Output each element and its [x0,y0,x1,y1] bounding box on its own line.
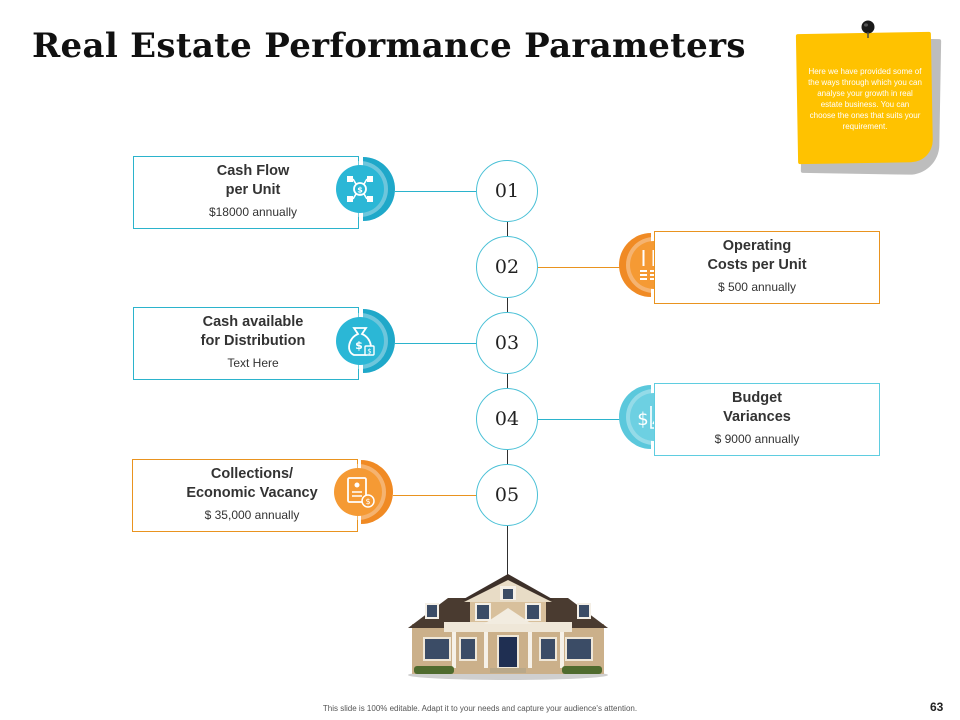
step-number-02: 02 [476,236,538,298]
page-number: 63 [930,700,944,714]
svg-text:$: $ [637,409,648,430]
hierarchy-dollar-icon: $ [332,157,395,221]
step-number-04: 04 [476,388,538,450]
connector-05 [393,495,477,496]
step-value: $ 9000 annually [714,432,800,446]
step-card-05: Collections/Economic Vacancy $ 35,000 an… [132,459,358,532]
connector-01 [395,191,477,192]
step-value: $ 35,000 annually [204,508,300,522]
pushpin-icon [861,20,875,38]
step-number-03: 03 [476,312,538,374]
money-bag-icon: $ $ [332,309,395,373]
sticky-note-text: Here we have provided some of the ways t… [808,67,922,131]
connector-02 [538,267,623,268]
step-title: Collections/Economic Vacancy [186,466,318,501]
page-title: Real Estate Performance Parameters [32,26,746,66]
connector-03 [395,343,477,344]
step-number-05: 05 [476,464,538,526]
invoice-icon: $ [330,460,393,524]
house-illustration [408,574,608,680]
connector-04 [538,419,623,420]
step-value: Text Here [227,356,279,370]
svg-text:$: $ [365,497,370,506]
step-value: $18000 annually [208,205,298,219]
svg-text:$: $ [367,348,371,356]
step-number-01: 01 [476,160,538,222]
svg-text:$: $ [355,339,363,352]
svg-text:$: $ [357,186,363,195]
step-value: $ 500 annually [717,280,797,294]
footer-note: This slide is 100% editable. Adapt it to… [322,704,638,713]
